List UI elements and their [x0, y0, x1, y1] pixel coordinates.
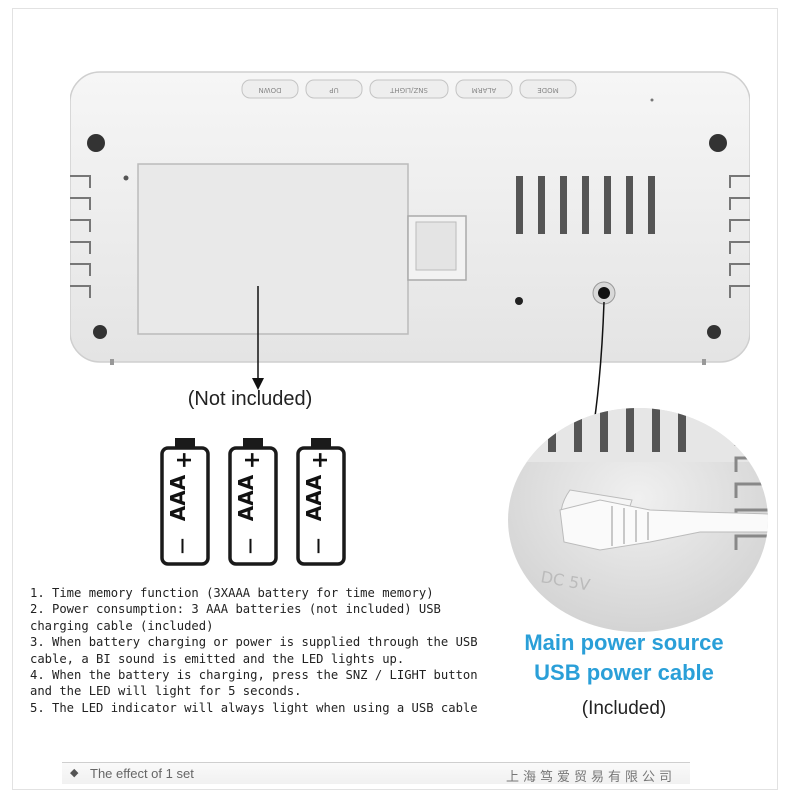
svg-text:AAA: AAA — [166, 474, 190, 521]
note-item: 4. When the battery is charging, press t… — [30, 668, 478, 699]
note-item: 5. The LED indicator will always light w… — [30, 700, 478, 715]
callout-line2: USB power cable — [534, 660, 714, 685]
button-label-alarm: ALARM — [472, 86, 497, 94]
usb-cable-zoom: DC 5V — [508, 408, 768, 632]
battery-icon: + AAA — — [160, 438, 210, 566]
svg-text:AAA: AAA — [302, 474, 326, 521]
battery-set: + AAA — + AAA — + AAA — — [160, 438, 350, 568]
battery-icon: + AAA — — [296, 438, 346, 566]
footer-company: 上海笃爱贸易有限公司 — [505, 770, 676, 785]
footer-effect: The effect of 1 set — [90, 766, 194, 781]
callout-line1: Main power source — [524, 630, 724, 655]
callout-included: (Included) — [581, 698, 667, 719]
svg-text:+: + — [308, 451, 333, 469]
battery-icon: + AAA — — [228, 438, 278, 566]
footer-bar: ◆ The effect of 1 set 上海笃爱贸易有限公司 — [62, 762, 690, 785]
svg-text:—: — — [240, 538, 259, 554]
diamond-icon: ◆ — [70, 767, 79, 779]
not-included-label: (Not included) — [187, 388, 313, 410]
image-frame — [12, 8, 778, 790]
button-label-mode: MODE — [537, 86, 558, 94]
power-source-callout: Main power source USB power cable (Inclu… — [500, 628, 748, 720]
note-item: 3. When battery charging or power is sup… — [30, 635, 478, 666]
button-label-down: DOWN — [258, 86, 281, 94]
clock-back-view: MODE ALARM SNZ/LIGHT UP DOWN — [70, 71, 750, 365]
note-item: 1. Time memory function (3XAAA battery f… — [30, 586, 434, 600]
svg-text:—: — — [308, 538, 327, 554]
feature-notes: 1. Time memory function (3XAAA battery f… — [30, 585, 500, 716]
svg-text:—: — — [172, 538, 191, 554]
button-label-snz-light: SNZ/LIGHT — [389, 86, 427, 94]
top-buttons — [241, 79, 577, 99]
note-item: 2. Power consumption: 3 AAA batteries (n… — [30, 602, 441, 633]
svg-text:AAA: AAA — [234, 474, 258, 521]
svg-text:+: + — [240, 451, 265, 469]
button-label-up: UP — [329, 86, 338, 94]
svg-text:+: + — [172, 451, 197, 469]
